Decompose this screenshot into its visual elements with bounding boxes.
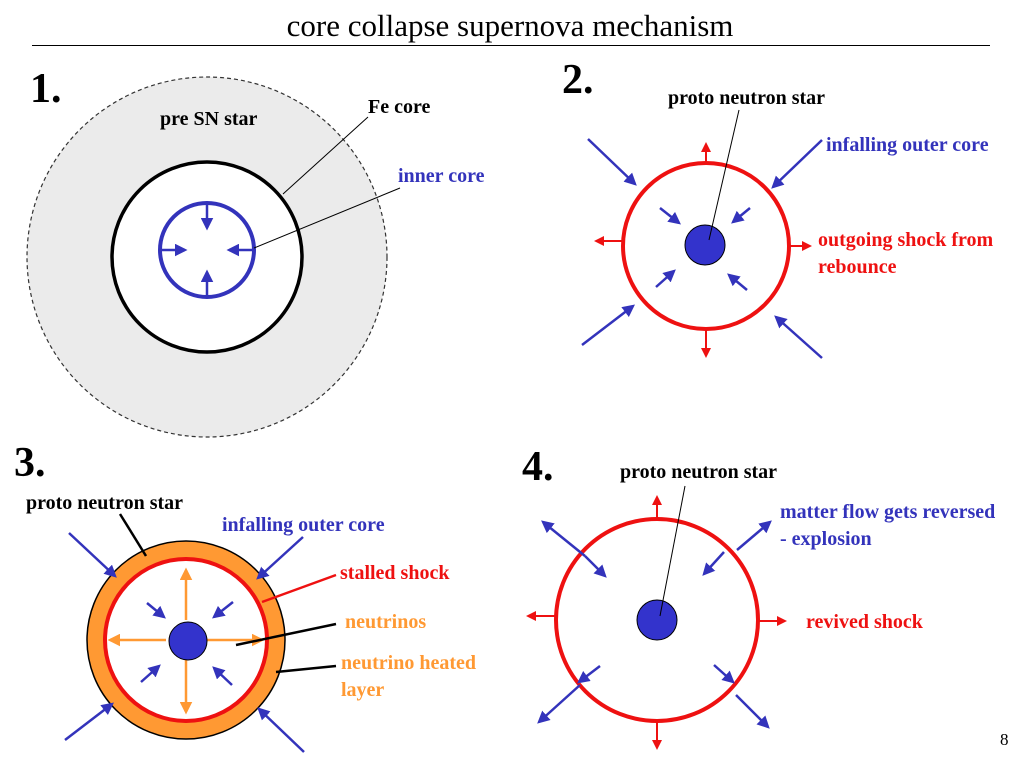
panel-4: 4. proto neutron star matter flow gets r… (522, 444, 995, 750)
proto-neutron-star-label: proto neutron star (26, 492, 183, 514)
panel-3-number: 3. (14, 440, 46, 486)
infalling-outer-core-label: infalling outer core (222, 514, 385, 536)
stalled-shock-label: stalled shock (340, 562, 450, 584)
explosion-outward-arrows (537, 520, 772, 729)
proto-neutron-star-label: proto neutron star (668, 87, 825, 109)
fe-core-circle (110, 160, 304, 354)
reversed-inner-arrows (577, 551, 735, 684)
panel-1: 1. pre SN star Fe core inner core (26, 66, 485, 438)
inner-infall-arrows (140, 601, 234, 686)
title-underline (32, 45, 990, 46)
infalling-outer-arrows (64, 532, 305, 753)
slide-title: core collapse supernova mechanism (286, 8, 734, 43)
panel-3: 3. proto neutron star infalling outer co… (14, 440, 476, 753)
inner-core-pointer (253, 187, 401, 249)
inner-core-circle (158, 201, 256, 299)
panel-2-number: 2. (562, 57, 594, 103)
infalling-outer-core-label: infalling outer core (826, 134, 989, 156)
neutrinos-pointer (235, 622, 337, 647)
proto-neutron-star-pointer (118, 513, 148, 557)
proto-neutron-star (684, 224, 726, 266)
shock-outward-arrows (526, 495, 787, 750)
neutrino-arrows (107, 567, 265, 715)
panel-2: 2. proto neutron star infalling outer co… (562, 57, 994, 359)
pre-sn-star-label: pre SN star (160, 108, 258, 130)
inner-core-collapse-arrows (161, 204, 253, 296)
page-number: 8 (1000, 730, 1009, 749)
inner-core-label: inner core (398, 165, 485, 187)
proto-neutron-star-pointer (659, 485, 686, 617)
fe-core-pointer (282, 116, 369, 195)
proto-neutron-star (636, 599, 678, 641)
proto-neutron-star (168, 621, 208, 661)
heated-layer-pointer (275, 664, 337, 674)
fe-core-label: Fe core (368, 96, 430, 118)
heated-layer-label-line2: layer (341, 679, 384, 701)
proto-neutron-star-label: proto neutron star (620, 461, 777, 483)
shock-outward-arrows (594, 142, 812, 358)
panel-4-number: 4. (522, 444, 554, 490)
heated-layer-label-line1: neutrino heated (341, 652, 476, 674)
inner-infall-arrows (655, 207, 751, 291)
outgoing-shock-label-line2: rebounce (818, 256, 897, 278)
proto-neutron-star-pointer (708, 109, 740, 241)
panel-1-number: 1. (30, 66, 62, 112)
outgoing-shock-label-line1: outgoing shock from (818, 229, 994, 251)
infalling-outer-arrows (581, 138, 823, 359)
neutrinos-label: neutrinos (345, 611, 426, 633)
stalled-shock-pointer (261, 573, 337, 604)
matter-flow-label-line1: matter flow gets reversed (780, 501, 995, 523)
matter-flow-label-line2: - explosion (780, 528, 872, 550)
revived-shock-label: revived shock (806, 611, 924, 633)
